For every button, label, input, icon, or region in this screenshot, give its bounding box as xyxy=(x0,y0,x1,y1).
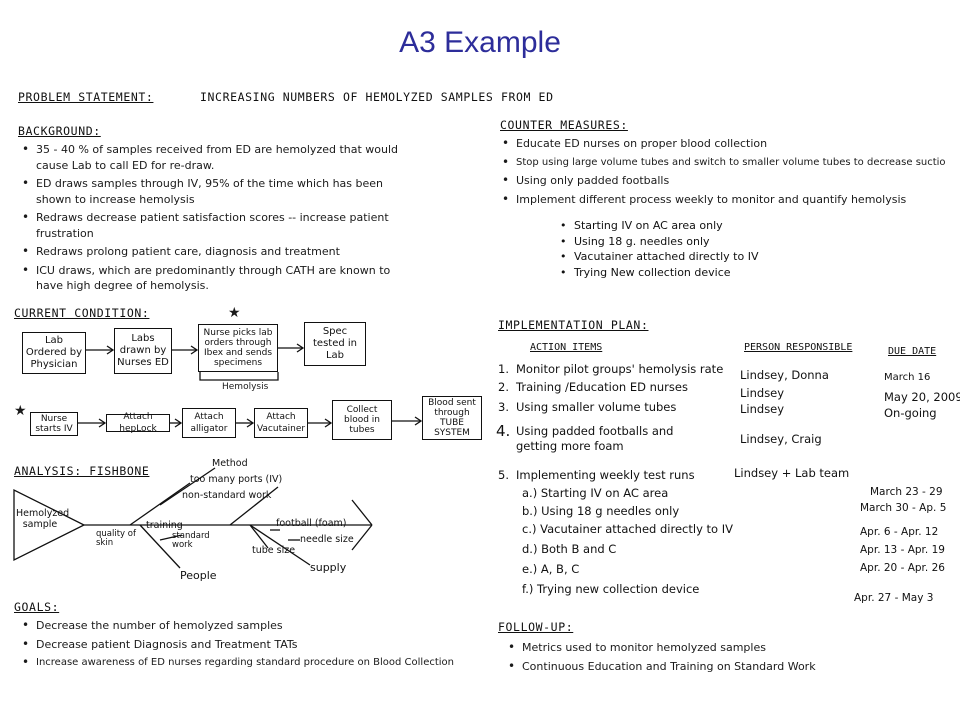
follow-up-list: Metrics used to monitor hemolyzed sample… xyxy=(506,640,946,677)
list-item: Using 18 g. needles only xyxy=(560,234,759,250)
goals-list: Decrease the number of hemolyzed samples… xyxy=(20,618,460,674)
list-item: Educate ED nurses on proper blood collec… xyxy=(500,136,950,152)
list-item: 35 - 40 % of samples received from ED ar… xyxy=(20,142,420,173)
col-person-responsible: PERSON RESPONSIBLE xyxy=(744,342,853,353)
list-item: Vacutainer attached directly to IV xyxy=(560,249,759,265)
flow-step: Nurse starts IV xyxy=(30,412,78,436)
counter-measures-sublist: Starting IV on AC area only Using 18 g. … xyxy=(560,218,759,280)
flow-step: Attach hepLock xyxy=(106,412,170,434)
weekly-run: f.) Trying new collection device xyxy=(522,582,700,596)
list-item: ICU draws, which are predominantly throu… xyxy=(20,263,420,294)
goals-heading: GOALS: xyxy=(14,600,60,614)
list-item: Using only padded footballs xyxy=(500,173,950,189)
plan-action: Monitor pilot groups' hemolysis rate xyxy=(516,362,724,376)
flow-step: Spec tested in Lab xyxy=(304,322,366,366)
hemolysis-note: Hemolysis xyxy=(222,382,269,392)
list-item: Continuous Education and Training on Sta… xyxy=(506,659,946,675)
flow-step: Attach Vacutainer xyxy=(254,408,308,438)
list-item: Metrics used to monitor hemolyzed sample… xyxy=(506,640,946,656)
flow-step: Nurse picks lab orders through Ibex and … xyxy=(198,324,278,372)
follow-up-heading: FOLLOW-UP: xyxy=(498,620,574,634)
list-item: Stop using large volume tubes and switch… xyxy=(500,155,950,171)
list-item: Increase awareness of ED nurses regardin… xyxy=(20,655,460,671)
list-item: Implement different process weekly to mo… xyxy=(500,192,950,208)
plan-person: Lindsey + Lab team xyxy=(734,466,850,480)
plan-num: 1. xyxy=(498,362,509,376)
weekly-date: March 23 - 29 xyxy=(870,486,943,498)
col-due-date: DUE DATE xyxy=(888,346,937,357)
plan-action: Using padded footballs and getting more … xyxy=(516,424,674,453)
list-item: ED draws samples through IV, 95% of the … xyxy=(20,176,420,207)
list-item: Redraws decrease patient satisfaction sc… xyxy=(20,210,420,241)
weekly-date: Apr. 6 - Apr. 12 xyxy=(860,526,939,538)
list-item: Trying New collection device xyxy=(560,265,759,281)
weekly-run: c.) Vacutainer attached directly to IV xyxy=(522,522,733,536)
fishbone-label: too many ports (IV) xyxy=(190,474,283,485)
plan-num: 2. xyxy=(498,380,509,394)
weekly-date: March 30 - Ap. 5 xyxy=(860,502,947,514)
plan-action: Implementing weekly test runs xyxy=(516,468,695,482)
plan-person: Lindsey xyxy=(740,402,785,416)
fishbone-label: training xyxy=(146,520,183,531)
weekly-date: Apr. 13 - Apr. 19 xyxy=(860,544,945,556)
plan-due: March 16 xyxy=(884,372,931,383)
weekly-run: b.) Using 18 g needles only xyxy=(522,504,680,518)
problem-statement-text: INCREASING NUMBERS OF HEMOLYZED SAMPLES … xyxy=(200,90,554,104)
weekly-run: e.) A, B, C xyxy=(522,562,580,576)
plan-due: May 20, 2009 xyxy=(884,390,960,404)
fishbone-label: needle size xyxy=(300,534,354,545)
fishbone-label: People xyxy=(180,569,217,582)
background-list: 35 - 40 % of samples received from ED ar… xyxy=(20,142,420,297)
implementation-plan-heading: IMPLEMENTATION PLAN: xyxy=(498,318,649,332)
fishbone-label: Method xyxy=(212,458,248,469)
list-item: Decrease patient Diagnosis and Treatment… xyxy=(20,637,460,653)
current-condition-heading: CURRENT CONDITION: xyxy=(14,306,150,320)
weekly-date: Apr. 20 - Apr. 26 xyxy=(860,562,945,574)
plan-person: Lindsey, Donna xyxy=(740,368,829,382)
flow-step: Lab Ordered by Physician xyxy=(22,332,86,374)
flow-step: Collect blood in tubes xyxy=(332,400,392,440)
star-icon: ★ xyxy=(14,403,27,419)
plan-action: Training /Education ED nurses xyxy=(516,380,688,394)
star-icon: ★ xyxy=(228,305,241,321)
plan-num: 3. xyxy=(498,400,509,414)
plan-num: 5. xyxy=(498,468,509,482)
col-action-items: ACTION ITEMS xyxy=(530,342,603,353)
plan-num: 4. xyxy=(496,422,511,440)
slide-title: A3 Example xyxy=(399,26,561,59)
plan-due: On-going xyxy=(884,406,937,420)
weekly-date: Apr. 27 - May 3 xyxy=(854,592,934,604)
fishbone-label: supply xyxy=(310,561,347,574)
plan-action: Using smaller volume tubes xyxy=(516,400,677,414)
fishbone-label: quality of skin xyxy=(96,529,136,548)
fishbone-label: non-standard work xyxy=(182,490,272,501)
plan-person: Lindsey, Craig xyxy=(740,432,822,446)
weekly-run: a.) Starting IV on AC area xyxy=(522,486,669,500)
fishbone-label: standard work xyxy=(172,531,210,550)
background-heading: BACKGROUND: xyxy=(18,124,101,138)
analysis-heading: ANALYSIS: Fishbone xyxy=(14,464,150,478)
counter-measures-list: Educate ED nurses on proper blood collec… xyxy=(500,136,950,210)
flow-step: Labs drawn by Nurses ED xyxy=(114,328,172,374)
problem-statement-label: PROBLEM STATEMENT: xyxy=(18,90,154,104)
plan-person: Lindsey xyxy=(740,386,785,400)
list-item: Decrease the number of hemolyzed samples xyxy=(20,618,460,634)
counter-measures-heading: COUNTER MEASURES: xyxy=(500,118,628,132)
flow-step: Attach alligator xyxy=(182,408,236,438)
list-item: Redraws prolong patient care, diagnosis … xyxy=(20,244,420,260)
list-item: Starting IV on AC area only xyxy=(560,218,759,234)
flow-step: Blood sent through TUBE SYSTEM xyxy=(422,396,482,440)
weekly-run: d.) Both B and C xyxy=(522,542,617,556)
fishbone-head-label: Hemolyzed sample xyxy=(16,508,70,530)
fishbone-label: tube size xyxy=(252,545,296,556)
fishbone-label: football (foam) xyxy=(276,518,347,529)
